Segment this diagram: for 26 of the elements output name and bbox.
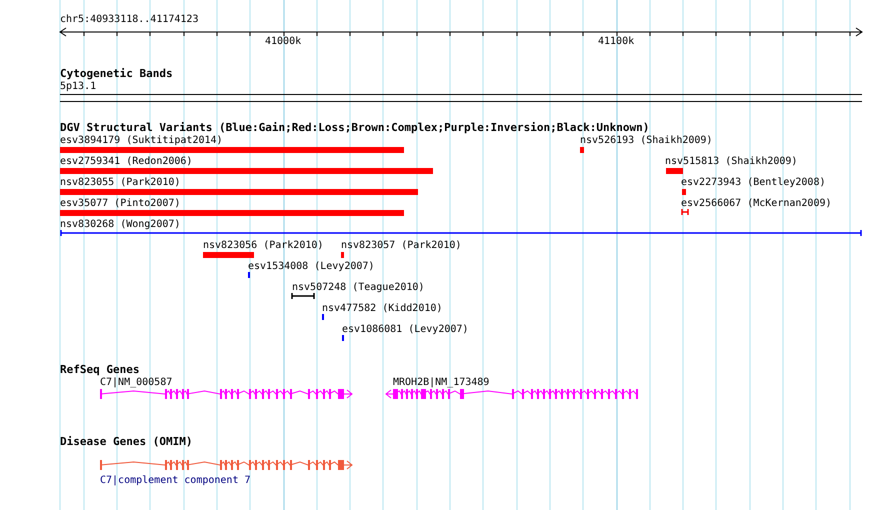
variant-label: nsv823057 (Park2010) — [341, 240, 462, 251]
variant-label: nsv823056 (Park2010) — [203, 240, 324, 251]
variant-label: esv2566067 (McKernan2009) — [681, 198, 832, 209]
tick-label: 41100k — [598, 36, 634, 47]
tick-label: 41000k — [265, 36, 302, 47]
variant-label: nsv477582 (Kidd2010) — [322, 303, 442, 314]
gene-label: C7|NM_000587 — [100, 377, 172, 388]
variant-label: nsv823055 (Park2010) — [60, 177, 180, 188]
track-heading: Disease Genes (OMIM) — [60, 436, 192, 447]
variant-label: nsv507248 (Teague2010) — [292, 282, 424, 293]
variant-label: esv2759341 (Redon2006) — [60, 156, 192, 167]
variant-label: esv1086081 (Levy2007) — [342, 324, 468, 335]
coordinate-label: chr5:40933118..41174123 — [60, 14, 198, 25]
band-label: 5p13.1 — [60, 81, 96, 92]
variant-label: esv1534008 (Levy2007) — [248, 261, 374, 272]
gene-label: MROH2B|NM_173489 — [393, 377, 490, 388]
variant-label: nsv830268 (Wong2007) — [60, 219, 180, 230]
track-heading: DGV Structural Variants (Blue:Gain;Red:Loss;Brown:Complex;Purple:Inversion;Black:Unknown) — [60, 122, 650, 133]
track-heading: Cytogenetic Bands — [60, 68, 173, 79]
variant-label: esv35077 (Pinto2007) — [60, 198, 180, 209]
gene-label: C7|complement component 7 — [100, 475, 251, 486]
variant-label: nsv526193 (Shaikh2009) — [580, 135, 712, 146]
variant-label: esv2273943 (Bentley2008) — [681, 177, 826, 188]
variant-label: nsv515813 (Shaikh2009) — [665, 156, 798, 167]
track-heading: RefSeq Genes — [60, 364, 140, 375]
variant-label: esv3894179 (Suktitipat2014) — [60, 135, 223, 146]
